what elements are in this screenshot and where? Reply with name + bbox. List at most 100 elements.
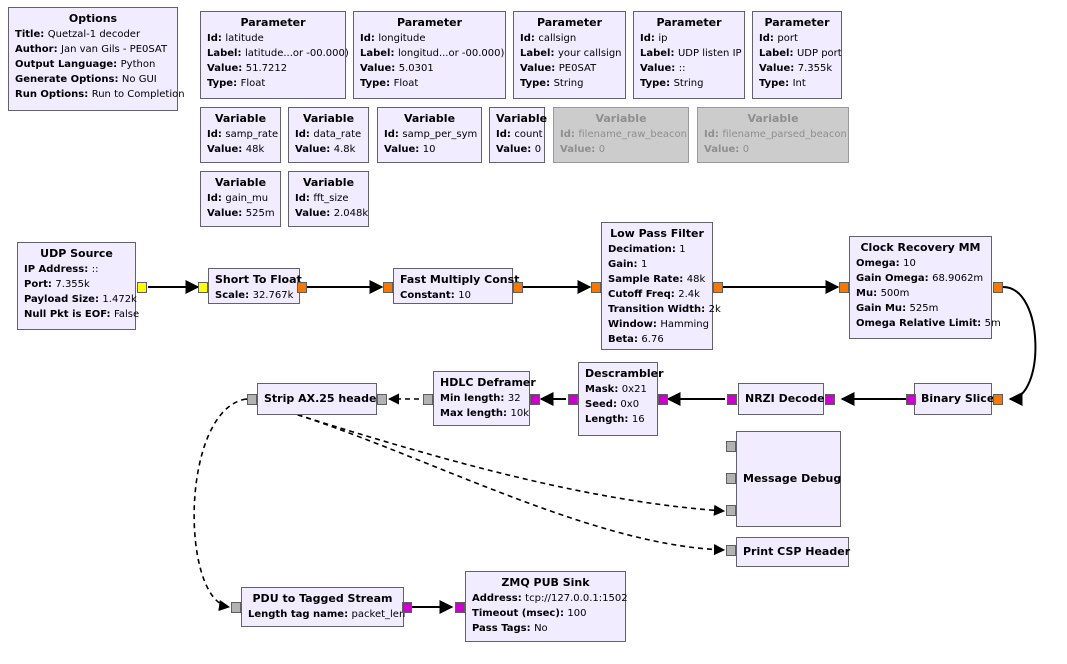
param-row: Value: 0: [560, 142, 682, 157]
param-row: Length tag name: packet_len: [248, 607, 405, 622]
msg-wire-strip-to-pdutagged[interactable]: [193, 398, 247, 612]
wire-clockrecovery-to-slicer[interactable]: [1002, 286, 1037, 406]
msg-wire-strip-to-printcsp[interactable]: [245, 398, 726, 556]
port-zmq-in[interactable]: [455, 602, 465, 613]
param-row: Value: 2.048k: [295, 206, 368, 221]
param-row: Window: Hamming: [608, 317, 709, 332]
port-hdlc-out[interactable]: [423, 394, 433, 405]
param-key: Max length: [440, 408, 504, 419]
param-value: ::: [678, 63, 686, 74]
block-message-debug[interactable]: Message Debug: [736, 431, 841, 527]
port-messagedebug-in-3[interactable]: [726, 505, 736, 516]
port-clockrecovery-out[interactable]: [993, 282, 1003, 293]
param-row: Id: samp_rate: [207, 127, 278, 142]
port-multiply-in[interactable]: [383, 282, 393, 293]
param-value: 0x0: [620, 399, 640, 410]
port-nrzi-out[interactable]: [727, 394, 737, 405]
param-key: Generate Options: [15, 74, 115, 85]
block-title: ZMQ PUB Sink: [501, 576, 590, 589]
port-lowpass-out[interactable]: [713, 282, 723, 293]
port-clockrecovery-in[interactable]: [839, 282, 849, 293]
block-binary-slicer[interactable]: Binary Slicer: [914, 383, 1000, 415]
param-row: Label: your callsign: [520, 46, 622, 61]
param-separator: :: [671, 63, 679, 74]
param-row: Id: filename_raw_beacon: [560, 127, 687, 142]
param-value: 68.9062m: [932, 273, 984, 284]
block-nrzi-decode[interactable]: NRZI Decode: [738, 383, 825, 415]
param-row: Id: samp_per_sym: [384, 127, 478, 142]
port-pdutagged-in[interactable]: [231, 602, 241, 613]
param-value: samp_per_sym: [402, 129, 478, 140]
block-strip-ax25-header[interactable]: Strip AX.25 header: [257, 383, 382, 415]
param-key: Id: [560, 129, 571, 140]
port-short-to-float-out[interactable]: [297, 282, 307, 293]
param-separator: :: [735, 144, 743, 155]
param-row: Decimation: 1: [608, 242, 706, 257]
param-row: Generate Options: No GUI: [15, 72, 171, 87]
port-descrambler-out[interactable]: [568, 394, 578, 405]
param-key: Id: [207, 129, 218, 140]
param-key: Timeout (msec): [472, 608, 560, 619]
param-separator: :: [503, 408, 511, 419]
port-printcsp-in[interactable]: [726, 545, 736, 556]
param-row: Id: latitude: [207, 31, 339, 46]
port-pdutagged-out[interactable]: [402, 602, 412, 613]
port-udp-source-out[interactable]: [137, 282, 147, 293]
param-key: Id: [384, 129, 395, 140]
port-lowpass-in[interactable]: [591, 282, 601, 293]
port-slicer-out[interactable]: [906, 394, 916, 405]
param-key: Id: [207, 33, 218, 44]
port-slicer-in[interactable]: [993, 394, 1003, 405]
param-key: Decimation: [608, 244, 672, 255]
param-row: Value: 525m: [207, 206, 275, 221]
port-strip-in[interactable]: [377, 394, 387, 405]
block-title: Parameter: [656, 16, 722, 29]
port-hdlc-in[interactable]: [530, 394, 540, 405]
port-strip-out[interactable]: [247, 394, 257, 405]
port-messagedebug-in-1[interactable]: [726, 441, 736, 452]
port-multiply-out[interactable]: [513, 282, 523, 293]
param-value: 10: [422, 144, 436, 155]
param-key: Value: [384, 144, 416, 155]
param-key: Value: [207, 208, 239, 219]
msg-wire-strip-to-messagedebug[interactable]: [245, 398, 726, 516]
param-value: filename_raw_beacon: [578, 129, 687, 140]
param-row: Id: longitude: [360, 31, 499, 46]
param-separator: :: [326, 208, 334, 219]
block-title: Variable: [403, 112, 456, 125]
param-key: Label: [640, 48, 671, 59]
port-short-to-float-in[interactable]: [198, 282, 208, 293]
port-descrambler-in[interactable]: [658, 394, 668, 405]
param-separator: :: [500, 393, 508, 404]
block-title: Parameter: [396, 16, 463, 29]
block-title: Variable: [496, 112, 548, 125]
block-print-csp-header[interactable]: Print CSP Header: [736, 537, 850, 567]
param-key: Author: [15, 44, 54, 55]
param-row: Type: Float: [360, 76, 499, 91]
port-messagedebug-in-2[interactable]: [726, 473, 736, 484]
port-nrzi-in[interactable]: [825, 394, 835, 405]
